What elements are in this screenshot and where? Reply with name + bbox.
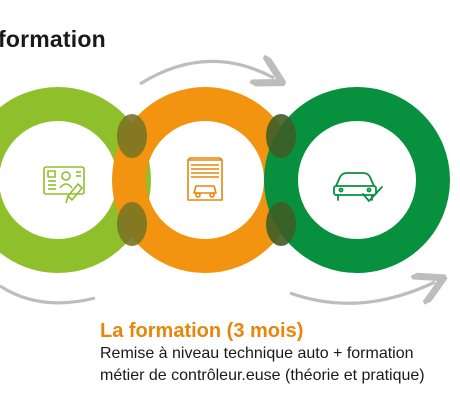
id-card-icon xyxy=(43,166,85,204)
car-check-icon xyxy=(333,172,383,202)
page-title: formation xyxy=(0,26,106,52)
overlap-right-bottom xyxy=(266,202,296,246)
caption-line-1: Remise à niveau technique auto + formati… xyxy=(100,345,414,362)
overlap-left-bottom xyxy=(117,202,147,246)
overlap-left-top xyxy=(117,114,147,158)
arrow-bottom-left xyxy=(0,284,96,305)
arrow-top xyxy=(139,61,274,84)
ring-right xyxy=(264,87,450,273)
overlap-right-top xyxy=(266,114,296,158)
garage-icon xyxy=(187,157,223,201)
ring-middle xyxy=(112,87,298,273)
caption-line-2: métier de contrôleur.euse (théorie et pr… xyxy=(100,367,425,384)
caption-title: La formation (3 mois) xyxy=(100,320,304,342)
process-diagram xyxy=(0,0,460,305)
caption: La formation (3 mois) Remise à niveau te… xyxy=(100,319,460,387)
arrow-bottom-right xyxy=(289,282,435,305)
